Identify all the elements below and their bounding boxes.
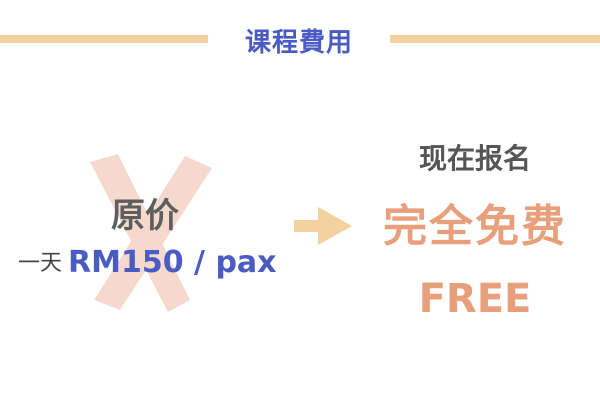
header-divider-left: [0, 35, 208, 43]
free-headline-en: FREE: [418, 276, 532, 322]
arrow-right-icon: [294, 207, 352, 245]
header-divider-right: [390, 35, 600, 43]
section-title: 课程費用: [244, 28, 353, 58]
free-headline-cn: 完全免费: [383, 201, 567, 252]
cross-out-icon: [90, 154, 212, 312]
price-period: 一天: [18, 251, 63, 276]
register-now-text: 现在报名: [418, 142, 531, 175]
original-price-label: 原价: [111, 196, 179, 236]
original-price-value: RM150 / pax: [68, 245, 277, 280]
